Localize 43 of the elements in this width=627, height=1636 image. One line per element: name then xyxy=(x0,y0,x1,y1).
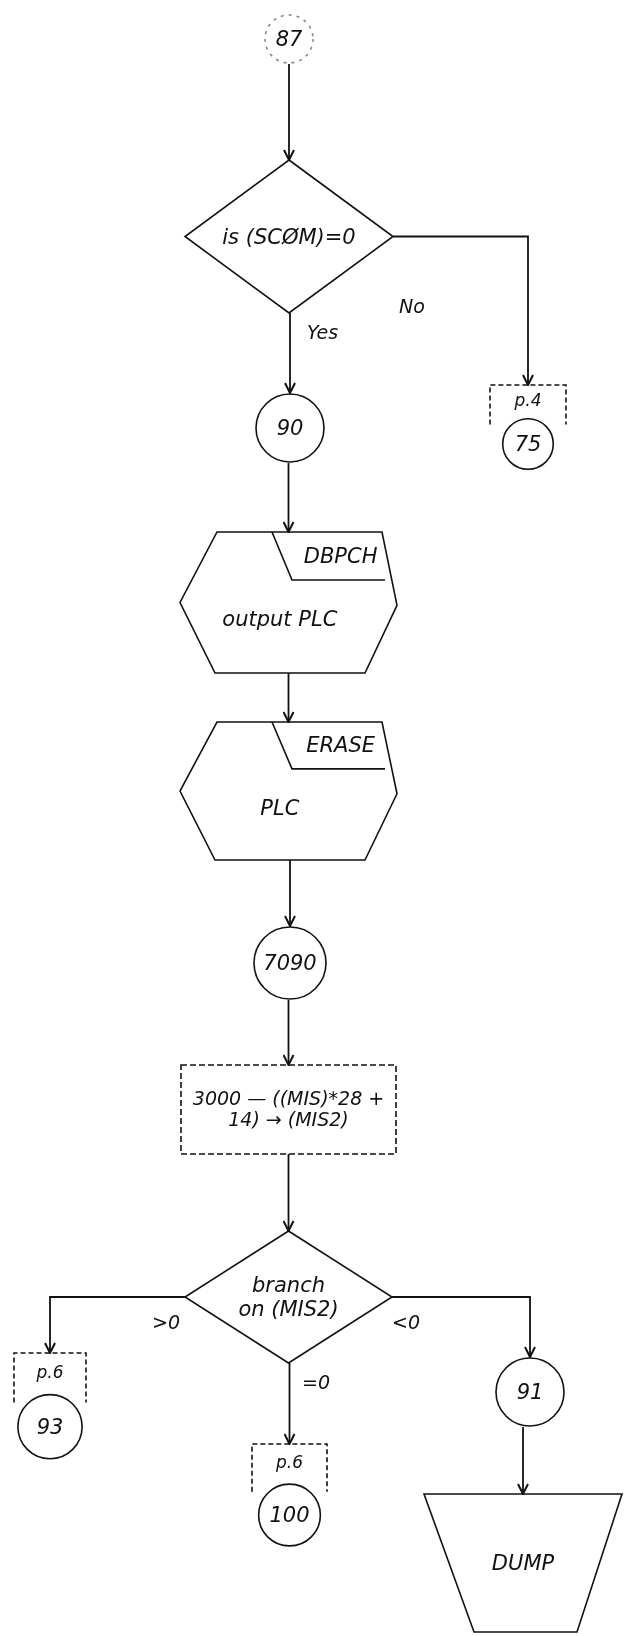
node-text: branch on (MIS2) xyxy=(237,1272,340,1322)
arrow xyxy=(391,1296,536,1358)
output-hexagon xyxy=(180,532,397,673)
arrow xyxy=(283,1362,296,1445)
connector-circle xyxy=(253,926,327,1000)
decision-diamond xyxy=(185,160,393,313)
node-text: 75 xyxy=(514,431,542,456)
node-text: 91 xyxy=(516,1379,544,1405)
arrow xyxy=(517,1426,529,1495)
offpage-connector xyxy=(490,385,566,473)
offpage-connector xyxy=(14,1353,86,1463)
manual-operation-trapezoid xyxy=(424,1494,622,1632)
arrow xyxy=(282,462,295,533)
node-text: DUMP xyxy=(491,1550,555,1576)
node-text: PLC xyxy=(260,795,300,820)
connector-circle xyxy=(255,393,325,463)
node-text: 93 xyxy=(36,1414,64,1439)
node-text: DBPCH xyxy=(303,543,378,569)
connector-circle xyxy=(495,1357,565,1427)
node-text: 3000 — ((MIS)*28 + 14) → (MIS2) xyxy=(191,1087,386,1132)
offpage-connector xyxy=(252,1444,327,1550)
node-text: p.6 xyxy=(276,1453,303,1473)
arrow xyxy=(283,63,295,161)
output-hexagon xyxy=(180,722,397,860)
node-text: p.4 xyxy=(514,391,542,411)
node-text: is (SCØM)=0 xyxy=(221,224,357,249)
node-text: 90 xyxy=(276,415,304,441)
process-box xyxy=(181,1065,396,1154)
node-text: ERASE xyxy=(306,733,375,758)
arrow xyxy=(282,999,295,1066)
arrow xyxy=(284,312,296,394)
arrow xyxy=(44,1296,186,1354)
decision-diamond xyxy=(185,1231,392,1363)
node-text: 87 xyxy=(275,26,303,52)
arrow xyxy=(284,859,296,927)
arrow xyxy=(282,1153,295,1232)
arrow xyxy=(282,672,295,723)
node-text: 100 xyxy=(269,1502,310,1528)
arrow xyxy=(392,235,534,386)
node-text: output PLC xyxy=(222,607,338,632)
node-text: 7090 xyxy=(263,950,317,976)
node-text: p.6 xyxy=(36,1363,64,1383)
connector-circle xyxy=(264,14,314,64)
